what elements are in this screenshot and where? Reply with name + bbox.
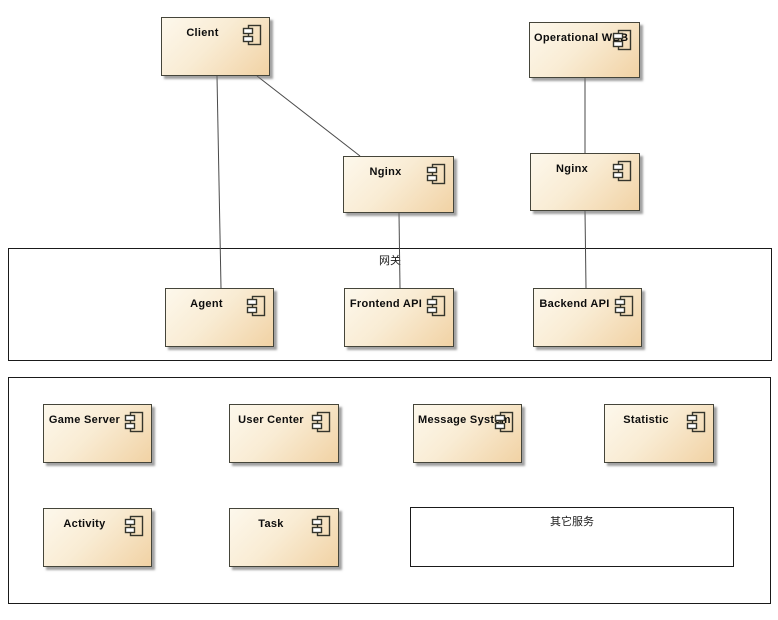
connector-client-to-nginx-left <box>256 75 361 157</box>
component-activity[interactable]: Activity <box>43 508 152 567</box>
component-backend-api[interactable]: Backend API <box>533 288 642 347</box>
container-services-group[interactable] <box>8 377 771 604</box>
component-frontend-api[interactable]: Frontend API <box>344 288 454 347</box>
component-label-task: Task <box>258 518 284 530</box>
component-icon <box>612 160 632 182</box>
component-icon <box>311 411 331 433</box>
component-label-client: Client <box>186 27 219 39</box>
component-operational-web[interactable]: Operational WEB <box>529 22 640 78</box>
component-label-operational-web: Operational WEB <box>534 32 629 44</box>
component-nginx-left[interactable]: Nginx <box>343 156 454 213</box>
component-icon <box>311 515 331 537</box>
component-label-message-system: Message System <box>418 414 511 426</box>
container-label-gateway-group: 网关 <box>379 255 401 267</box>
component-icon <box>686 411 706 433</box>
component-label-game-server: Game Server <box>48 414 121 426</box>
component-client[interactable]: Client <box>161 17 270 76</box>
component-icon <box>612 29 632 51</box>
component-icon <box>426 295 446 317</box>
component-task[interactable]: Task <box>229 508 339 567</box>
component-nginx-right[interactable]: Nginx <box>530 153 640 211</box>
component-agent[interactable]: Agent <box>165 288 274 347</box>
component-icon <box>242 24 262 46</box>
component-icon <box>614 295 634 317</box>
component-statistic[interactable]: Statistic <box>604 404 714 463</box>
component-icon <box>124 515 144 537</box>
connector-client-to-agent <box>216 75 222 289</box>
connector-nginx-right-to-backend-api <box>584 210 587 289</box>
component-user-center[interactable]: User Center <box>229 404 339 463</box>
component-icon <box>426 163 446 185</box>
component-icon <box>124 411 144 433</box>
connector-nginx-left-to-frontend-api <box>398 212 401 289</box>
plain-box-label-other-services: 其它服务 <box>550 516 594 528</box>
component-label-activity: Activity <box>63 518 106 530</box>
component-label-nginx-left: Nginx <box>369 166 402 178</box>
component-label-backend-api: Backend API <box>539 298 610 310</box>
component-icon <box>246 295 266 317</box>
component-game-server[interactable]: Game Server <box>43 404 152 463</box>
component-label-agent: Agent <box>190 298 223 310</box>
plain-box-other-services[interactable]: 其它服务 <box>410 507 734 567</box>
component-icon <box>494 411 514 433</box>
component-label-user-center: User Center <box>238 414 304 426</box>
component-message-system[interactable]: Message System <box>413 404 522 463</box>
component-label-statistic: Statistic <box>623 414 669 426</box>
component-label-frontend-api: Frontend API <box>349 298 423 310</box>
component-label-nginx-right: Nginx <box>555 163 589 175</box>
container-gateway-group[interactable]: 网关 <box>8 248 772 361</box>
